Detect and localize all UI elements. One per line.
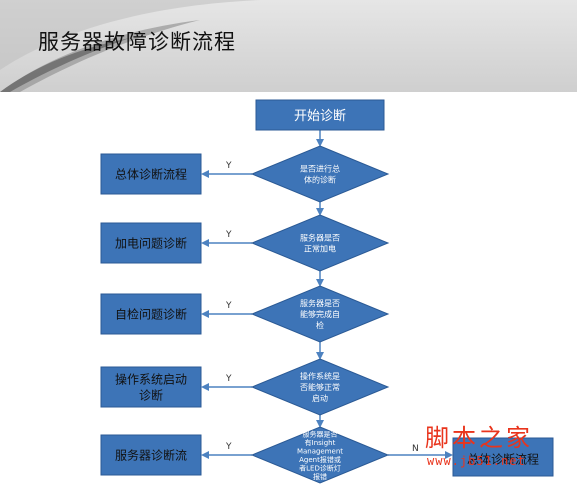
yes-label-4: Y: [225, 374, 232, 384]
outcome-box: [100, 293, 202, 335]
outcome-node-3: 自检问题诊断: [100, 293, 202, 335]
outcome-text-1-line: 总体诊断流程: [115, 166, 187, 181]
yes-label-3: Y: [225, 301, 232, 311]
decision-diamond: [250, 358, 390, 416]
start-node: 开始诊断: [255, 99, 385, 131]
decision-text-4-line: 否能够正常: [300, 382, 340, 392]
outcome-text-3-line: 自检问题诊断: [115, 306, 187, 321]
outcome-text-5-line: 服务器诊断流: [115, 447, 187, 462]
decision-text-2-line: 正常加电: [304, 243, 336, 253]
watermark-title: 脚本之家: [425, 424, 533, 452]
decision-text-5-line: Management: [297, 447, 343, 455]
decision-diamond: [250, 426, 390, 484]
outcome-box: [100, 153, 202, 195]
decision-text-5-line: 有Insight: [305, 438, 336, 447]
decision-text-3-line: 服务器是否: [300, 298, 340, 308]
outcome-text-4: 操作系统启动诊断: [115, 371, 187, 402]
outcome-node-1: 总体诊断流程: [100, 153, 202, 195]
outcome-box: [100, 366, 202, 408]
page-title: 服务器故障诊断流程: [38, 30, 236, 54]
final-node: 总体诊断流程: [452, 437, 554, 477]
outcome-text-1: 总体诊断流程: [115, 166, 187, 181]
outcome-text-3: 自检问题诊断: [115, 306, 187, 321]
decision-text-5-line: 报错: [313, 472, 327, 481]
decision-text-2-line: 服务器是否: [300, 232, 340, 242]
decision-text-1: 是否进行总体的诊断: [300, 163, 340, 184]
decision-text-3-line: 能够完成自: [300, 309, 340, 319]
decision-text-4-line: 操作系统是: [300, 371, 340, 381]
outcome-text-2-line: 加电问题诊断: [115, 235, 187, 250]
watermark-url: www.jb51.net: [427, 454, 526, 468]
outcome-text-4-line: 操作系统启动: [115, 371, 187, 386]
decision-text-2: 服务器是否正常加电: [300, 232, 340, 253]
watermark: 脚本之家 www.jb51.net: [425, 418, 575, 478]
decision-text-1-line: 是否进行总: [300, 163, 340, 173]
decision-node-1: 是否进行总体的诊断: [250, 145, 390, 203]
yes-label-2: Y: [225, 230, 232, 240]
outcome-box: [100, 434, 202, 476]
decision-node-3: 服务器是否能够完成自检: [250, 285, 390, 343]
outcome-text-2: 加电问题诊断: [115, 235, 187, 250]
decision-text-4: 操作系统是否能够正常启动: [300, 371, 340, 403]
start-box: [255, 99, 385, 131]
decision-text-1-line: 体的诊断: [304, 174, 336, 184]
final-box: [452, 437, 554, 477]
decision-text-5-line: 服务器是否: [303, 429, 338, 438]
final-text: 总体诊断流程: [467, 451, 539, 466]
outcome-text-5: 服务器诊断流: [115, 447, 187, 462]
outcome-node-4: 操作系统启动诊断: [100, 366, 202, 408]
decision-node-2: 服务器是否正常加电: [250, 214, 390, 272]
decision-text-3: 服务器是否能够完成自检: [300, 298, 340, 330]
outcome-node-2: 加电问题诊断: [100, 222, 202, 264]
outcome-box: [100, 222, 202, 264]
outcome-text-4-line: 诊断: [139, 387, 163, 402]
flowchart-edges: Y Y Y Y Y N: [201, 130, 453, 459]
outcome-node-5: 服务器诊断流: [100, 434, 202, 476]
decision-diamond: [250, 285, 390, 343]
no-label: N: [412, 444, 419, 454]
decision-node-4: 操作系统是否能够正常启动: [250, 358, 390, 416]
flowchart-nodes: 开始诊断是否进行总体的诊断总体诊断流程服务器是否正常加电加电问题诊断服务器是否能…: [100, 99, 554, 484]
decision-diamond: [250, 214, 390, 272]
decision-text-5-line: 者LED诊断灯: [299, 463, 341, 472]
banner-swoosh-decoration: [0, 0, 260, 92]
yes-label-5: Y: [225, 442, 232, 452]
decision-text-4-line: 启动: [312, 393, 328, 403]
yes-label-1: Y: [225, 161, 232, 171]
decision-text-3-line: 检: [316, 320, 324, 330]
start-label: 开始诊断: [294, 109, 346, 124]
decision-text-5-line: Agent报错或: [299, 455, 341, 464]
title-banner: 服务器故障诊断流程: [0, 0, 577, 92]
decision-diamond: [250, 145, 390, 203]
final-text-line: 总体诊断流程: [467, 451, 539, 466]
